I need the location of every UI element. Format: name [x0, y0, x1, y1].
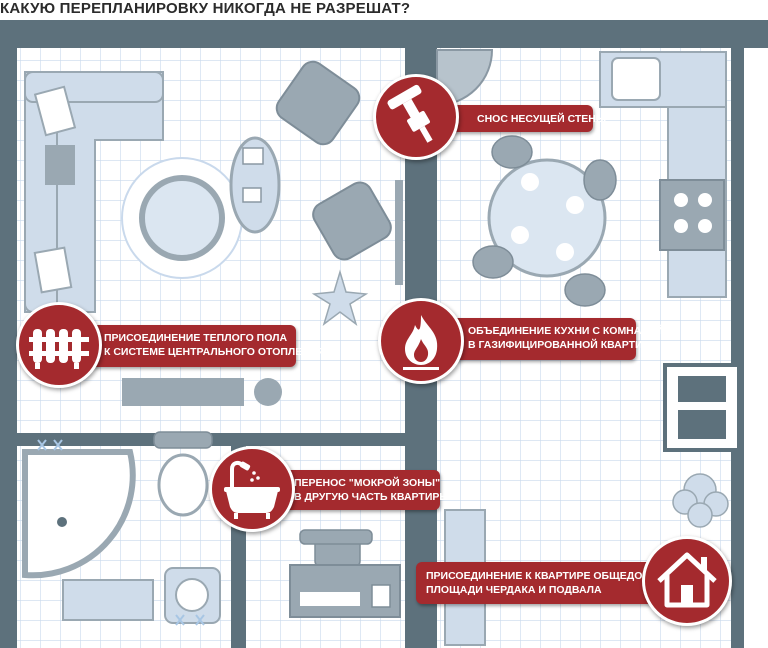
callout-wall: [373, 74, 459, 160]
callout-label-wall: СНОС НЕСУЩЕЙ СТЕНЫ: [445, 105, 607, 132]
corner-sofa: [24, 71, 164, 313]
callout-wet: [209, 446, 295, 532]
callout-text-wet-1: ПЕРЕНОС "МОКРОЙ ЗОНЫ": [294, 477, 441, 489]
outer-margin: [744, 48, 768, 648]
jackhammer-icon: [387, 84, 433, 143]
radiator-bench: [122, 378, 244, 406]
callout-text-wet-2: В ДРУГУЮ ЧАСТЬ КВАРТИРЫ: [294, 491, 450, 503]
callout-text-attic-1: ПРИСОЕДИНЕНИЕ К КВАРТИРЕ ОБЩЕДОМОВОЙ: [426, 570, 683, 582]
toilet: [153, 431, 213, 517]
callout-text-floor-1: ПРИСОЕДИНЕНИЕ ТЕПЛОГО ПОЛА: [104, 332, 288, 344]
house-icon: [657, 552, 717, 608]
armchair-top: [275, 60, 361, 146]
dining-table: [472, 135, 617, 307]
bathtub-icon: [224, 460, 280, 519]
callout-label-attic: ПРИСОЕДИНЕНИЕ К КВАРТИРЕ ОБЩЕДОМОВОЙ ПЛО…: [416, 562, 683, 604]
floor-plan: [0, 20, 768, 648]
callout-attic: [642, 536, 732, 626]
tv-panel: [395, 180, 403, 285]
stove: [659, 179, 725, 251]
callout-text-kitchen-1: ОБЪЕДИНЕНИЕ КУХНИ С КОМНАТОЙ: [468, 325, 663, 337]
callout-kitchen: [378, 298, 464, 384]
callout-text-floor-2: К СИСТЕМЕ ЦЕНТРАЛЬНОГО ОТОПЛЕНИЯ: [104, 346, 325, 358]
kitchen-sink: [611, 57, 661, 101]
washbasin: [164, 567, 221, 626]
callout-text-kitchen-2: В ГАЗИФИЦИРОВАННОЙ КВАРТИРЕ: [468, 339, 657, 351]
window-fixture: [663, 363, 741, 452]
floor-lamp: [311, 269, 369, 326]
corner-bathtub: [22, 449, 136, 579]
radiator-icon: [29, 329, 89, 369]
side-stool: [254, 378, 282, 406]
callout-text-wall: СНОС НЕСУЩЕЙ СТЕНЫ: [477, 113, 607, 125]
callout-floor: [16, 302, 102, 388]
callout-text-attic-2: ПЛОЩАДИ ЧЕРДАКА И ПОДВАЛА: [426, 584, 602, 596]
callout-label-kitchen: ОБЪЕДИНЕНИЕ КУХНИ С КОМНАТОЙ В ГАЗИФИЦИР…: [432, 318, 663, 360]
page-title: КАКУЮ ПЕРЕПЛАНИРОВКУ НИКОГДА НЕ РАЗРЕШАТ…: [0, 0, 411, 17]
armchair-bottom: [312, 181, 392, 261]
bath-mat: [62, 579, 154, 621]
callout-label-floor: ПРИСОЕДИНЕНИЕ ТЕПЛОГО ПОЛА К СИСТЕМЕ ЦЕН…: [68, 325, 325, 367]
plant: [672, 473, 729, 528]
flame-icon: [403, 315, 439, 370]
